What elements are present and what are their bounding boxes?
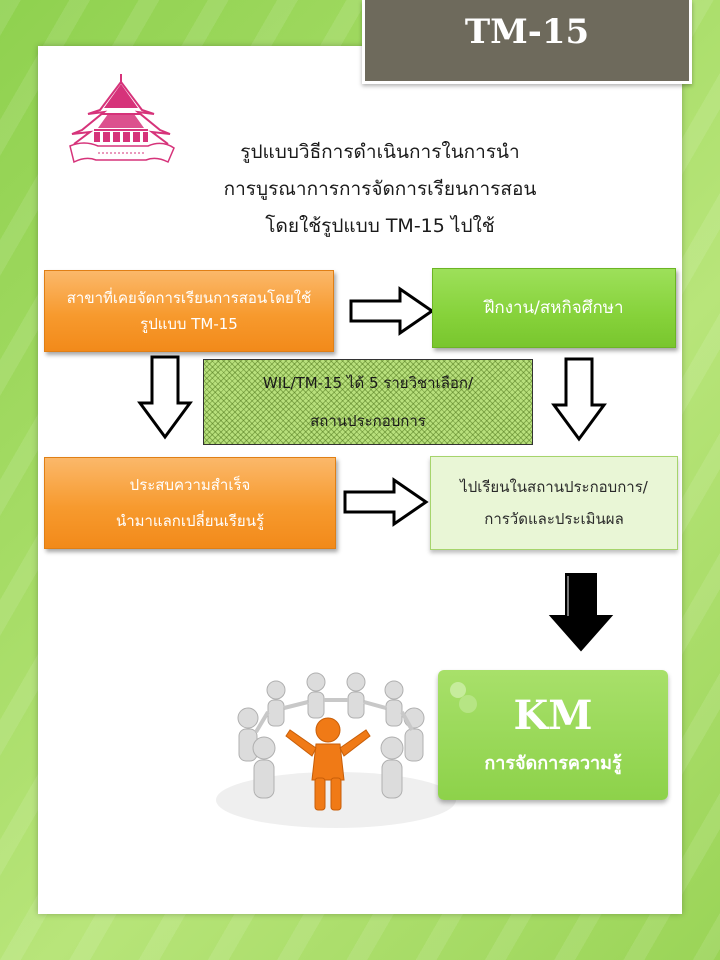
workplace-box: ไปเรียนในสถานประกอบการ/ การวัดและประเมิน… <box>430 456 678 550</box>
wil-line-1: WIL/TM-15 ได้ 5 รายวิชาเลือก/ <box>262 374 474 392</box>
bubble-decoration-icon <box>450 682 477 713</box>
title-line-3: โดยใช้รูปแบบ TM-15 ไปใช้ <box>265 215 495 237</box>
success-line-1: ประสบความสำเร็จ <box>129 476 251 494</box>
departments-line-2: รูปแบบ TM-15 <box>140 315 238 333</box>
departments-line-1: สาขาที่เคยจัดการเรียนการสอนโดยใช้ <box>66 289 312 307</box>
arrow-right-icon <box>349 286 435 336</box>
title-line-2: การบูรณาการการจัดการเรียนการสอน <box>223 178 537 200</box>
wil-line-2: สถานประกอบการ <box>310 412 426 430</box>
title-line-1: รูปแบบวิธีการดำเนินการในการนำ <box>240 141 520 163</box>
header-title: TM-15 <box>464 12 590 52</box>
arrow-down-icon <box>137 355 193 440</box>
internship-box: ฝึกงาน/สหกิจศึกษา <box>432 268 676 348</box>
arrow-down-solid-icon <box>548 573 614 652</box>
university-logo-icon <box>69 74 175 164</box>
success-line-2: นำมาแลกเปลี่ยนเรียนรู้ <box>115 512 265 530</box>
workplace-line-2: การวัดและประเมินผล <box>484 510 624 528</box>
km-subtitle: การจัดการความรู้ <box>484 753 622 774</box>
km-box: KM การจัดการความรู้ <box>438 670 668 800</box>
success-box: ประสบความสำเร็จ นำมาแลกเปลี่ยนเรียนรู้ <box>44 457 336 549</box>
people-circle-illustration <box>216 672 456 828</box>
header-badge: TM-15 <box>362 0 692 84</box>
arrow-down-icon <box>551 357 607 442</box>
departments-box: สาขาที่เคยจัดการเรียนการสอนโดยใช้ รูปแบบ… <box>44 270 334 352</box>
wil-box: WIL/TM-15 ได้ 5 รายวิชาเลือก/ สถานประกอบ… <box>203 359 533 445</box>
main-title: รูปแบบวิธีการดำเนินการในการนำ การบูรณากา… <box>170 134 590 245</box>
arrow-right-icon <box>343 477 429 527</box>
km-title: KM <box>513 692 593 739</box>
internship-label: ฝึกงาน/สหกิจศึกษา <box>484 298 624 318</box>
workplace-line-1: ไปเรียนในสถานประกอบการ/ <box>460 478 648 496</box>
